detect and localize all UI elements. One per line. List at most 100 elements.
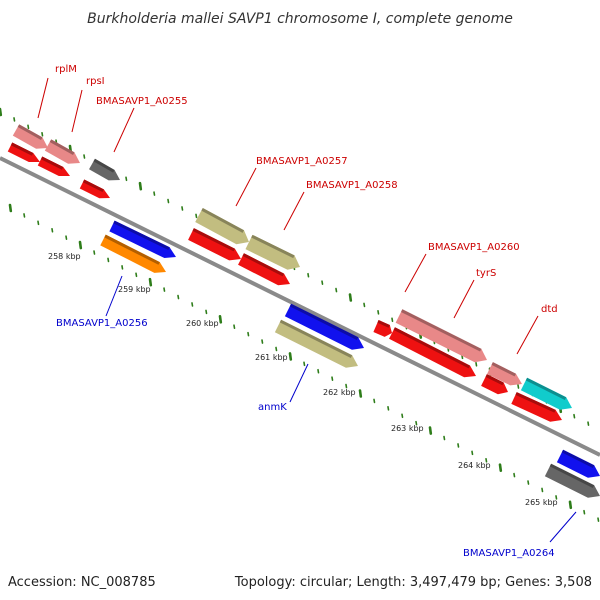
- gene-anmK-strand: [284, 303, 364, 350]
- leader-line: [404, 253, 427, 293]
- tick: [517, 384, 520, 389]
- gene-label: BMASAVP1_A0260: [428, 242, 520, 253]
- tick: [597, 517, 600, 522]
- tick: [288, 352, 293, 361]
- tick: [218, 314, 223, 324]
- tick: [83, 154, 86, 159]
- backbone-line: [0, 156, 600, 457]
- tick: [65, 235, 68, 240]
- gene-tyrS: [487, 362, 522, 386]
- gene-label: dtd: [541, 304, 558, 315]
- tick: [348, 293, 353, 302]
- accession-text: Accession: NC_008785: [8, 575, 156, 590]
- tick: [303, 361, 306, 367]
- gene-BMASAVP1_A0256-strand: [109, 220, 176, 259]
- gene-label: anmK: [258, 402, 287, 413]
- gene-label: BMASAVP1_A0264: [463, 548, 555, 559]
- gene-label: rpsI: [86, 76, 105, 87]
- gene-shadow: [17, 124, 43, 141]
- gene-shadow: [82, 179, 104, 193]
- gene-rpsI: [44, 139, 80, 164]
- gene-body: [389, 327, 476, 378]
- tick: [387, 406, 390, 411]
- gene-features: [7, 124, 600, 498]
- tick: [358, 389, 363, 398]
- genome-backbone: [0, 156, 600, 457]
- tick: [443, 435, 446, 441]
- cds-BMASAVP1_A0255: [79, 179, 110, 199]
- gene-shadow: [549, 463, 595, 488]
- tick: [41, 131, 44, 137]
- tick: [125, 176, 128, 182]
- gene-BMASAVP1_A0257: [195, 207, 249, 245]
- gene-shadow: [377, 320, 390, 328]
- gene-BMASAVP1_A0264-strand: [556, 449, 600, 478]
- tick: [457, 443, 460, 448]
- gene-BMASAVP1_A0255: [89, 158, 120, 181]
- gene-shadow: [242, 253, 285, 277]
- gene-body: [487, 362, 522, 386]
- tick: [121, 265, 124, 270]
- kbp-label: 262 kbp: [323, 388, 356, 397]
- tick: [275, 346, 278, 352]
- cds-rplM: [7, 142, 41, 162]
- gene-shadow: [515, 392, 556, 413]
- tick: [195, 213, 198, 219]
- gene-shadow: [525, 377, 567, 400]
- topology-text: Topology: circular; Length: 3,497,479 bp…: [234, 575, 592, 590]
- tick: [541, 487, 544, 493]
- tick: [555, 495, 558, 500]
- tick: [498, 463, 503, 473]
- gene-shadow: [93, 158, 115, 173]
- tick: [331, 376, 334, 381]
- kbp-label: 260 kbp: [186, 319, 219, 328]
- gene-body: [195, 207, 249, 245]
- gene-label: BMASAVP1_A0258: [306, 180, 398, 191]
- tick: [37, 220, 40, 226]
- leader-line: [235, 167, 257, 207]
- cds-dtd: [511, 392, 562, 422]
- gene-BMASAVP1_A0260: [395, 309, 487, 363]
- tick: [167, 198, 170, 204]
- tick: [138, 181, 143, 191]
- gene-rplM: [12, 124, 49, 149]
- gene-shadow: [49, 139, 75, 156]
- gene-body: [188, 228, 241, 261]
- tick: [527, 480, 530, 485]
- kbp-label: 261 kbp: [255, 353, 288, 362]
- tick: [587, 421, 590, 426]
- tick: [191, 302, 194, 307]
- cds-BMASAVP1_A0257: [188, 228, 241, 261]
- leader-line: [113, 107, 135, 153]
- gene-shadow: [201, 207, 245, 233]
- tick: [573, 413, 576, 419]
- cds-tyrS-2: [481, 374, 508, 395]
- leader-line: [105, 275, 123, 317]
- gene-body: [511, 392, 562, 422]
- gene-body: [100, 234, 166, 273]
- kbp-label: 259 kbp: [118, 285, 151, 294]
- gene-shadow: [40, 156, 64, 170]
- tick: [93, 250, 96, 255]
- gene-label: BMASAVP1_A0257: [256, 156, 348, 167]
- leader-line: [289, 363, 309, 403]
- gene-body: [544, 463, 600, 498]
- tick: [177, 294, 180, 300]
- gene-label: BMASAVP1_A0256: [56, 318, 148, 329]
- tick: [27, 124, 30, 130]
- tick: [23, 213, 26, 218]
- tick: [321, 280, 324, 285]
- kbp-label: 264 kbp: [458, 461, 491, 470]
- tick: [345, 383, 348, 389]
- tick: [428, 426, 433, 435]
- tick: [181, 206, 184, 211]
- gene-shadow: [491, 362, 516, 377]
- gene-shadow: [561, 449, 595, 468]
- gene-body: [109, 220, 176, 259]
- tick: [153, 191, 156, 196]
- gene-shadow: [113, 220, 170, 250]
- tick: [51, 227, 54, 233]
- tick: [135, 272, 138, 278]
- tick: [373, 398, 376, 404]
